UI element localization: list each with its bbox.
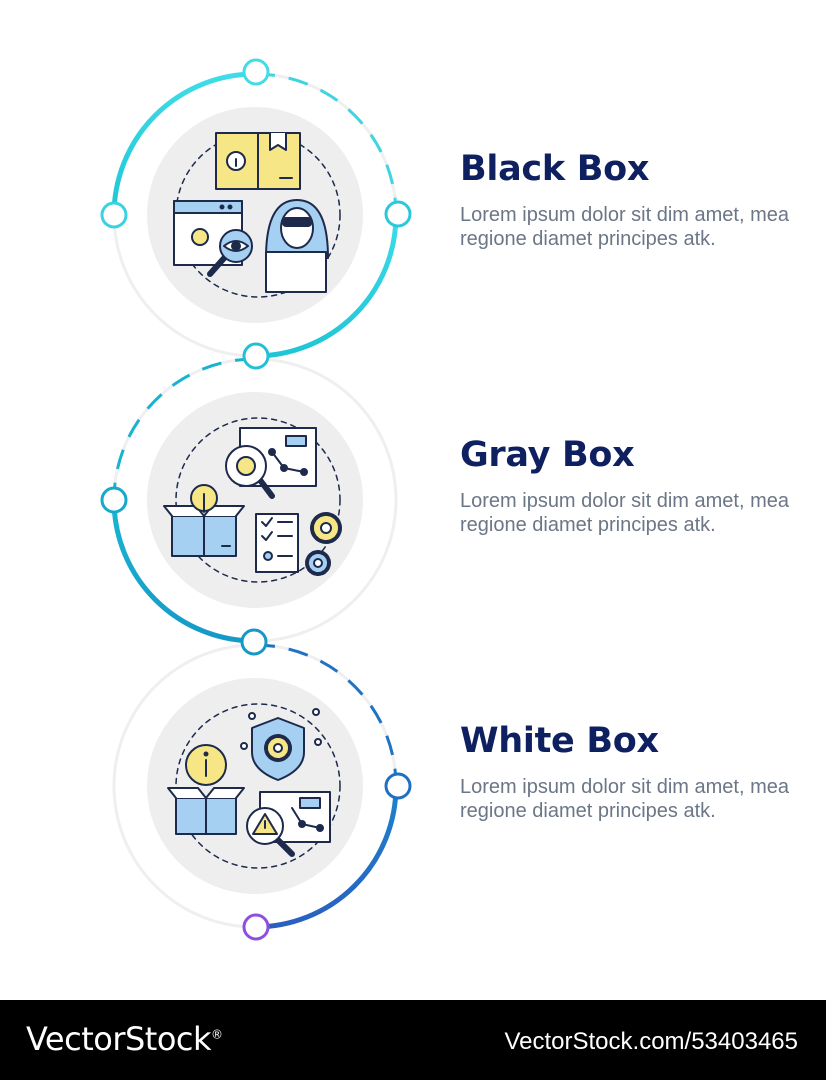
image-id: VectorStock.com/53403465 — [504, 1028, 798, 1055]
step-1-ring — [111, 71, 399, 359]
step-3-title: White Box — [460, 721, 659, 761]
white-box-icon — [167, 703, 341, 869]
process-diagram — [100, 58, 412, 941]
step-1-text: Black Box Lorem ipsum dolor sit dim amet… — [460, 150, 800, 251]
step-2-ring — [111, 357, 398, 644]
watermark-footer: VectorStock® VectorStock.com/53403465 — [0, 1000, 826, 1080]
step-3-text: White Box Lorem ipsum dolor sit dim amet… — [460, 722, 800, 823]
step-3-description: Lorem ipsum dolor sit dim amet, mea regi… — [460, 775, 790, 822]
brand-logo: VectorStock® — [26, 1020, 223, 1058]
hacker-icon — [173, 132, 341, 298]
step-1-title: Black Box — [460, 149, 650, 189]
step-3-ring — [112, 643, 399, 930]
step-1-description: Lorem ipsum dolor sit dim amet, mea regi… — [460, 203, 790, 250]
step-2-title: Gray Box — [460, 435, 635, 475]
step-2-text: Gray Box Lorem ipsum dolor sit dim amet,… — [460, 436, 800, 537]
gray-box-icon — [163, 417, 342, 583]
connector-nodes — [100, 58, 412, 941]
step-2-description: Lorem ipsum dolor sit dim amet, mea regi… — [460, 489, 790, 536]
